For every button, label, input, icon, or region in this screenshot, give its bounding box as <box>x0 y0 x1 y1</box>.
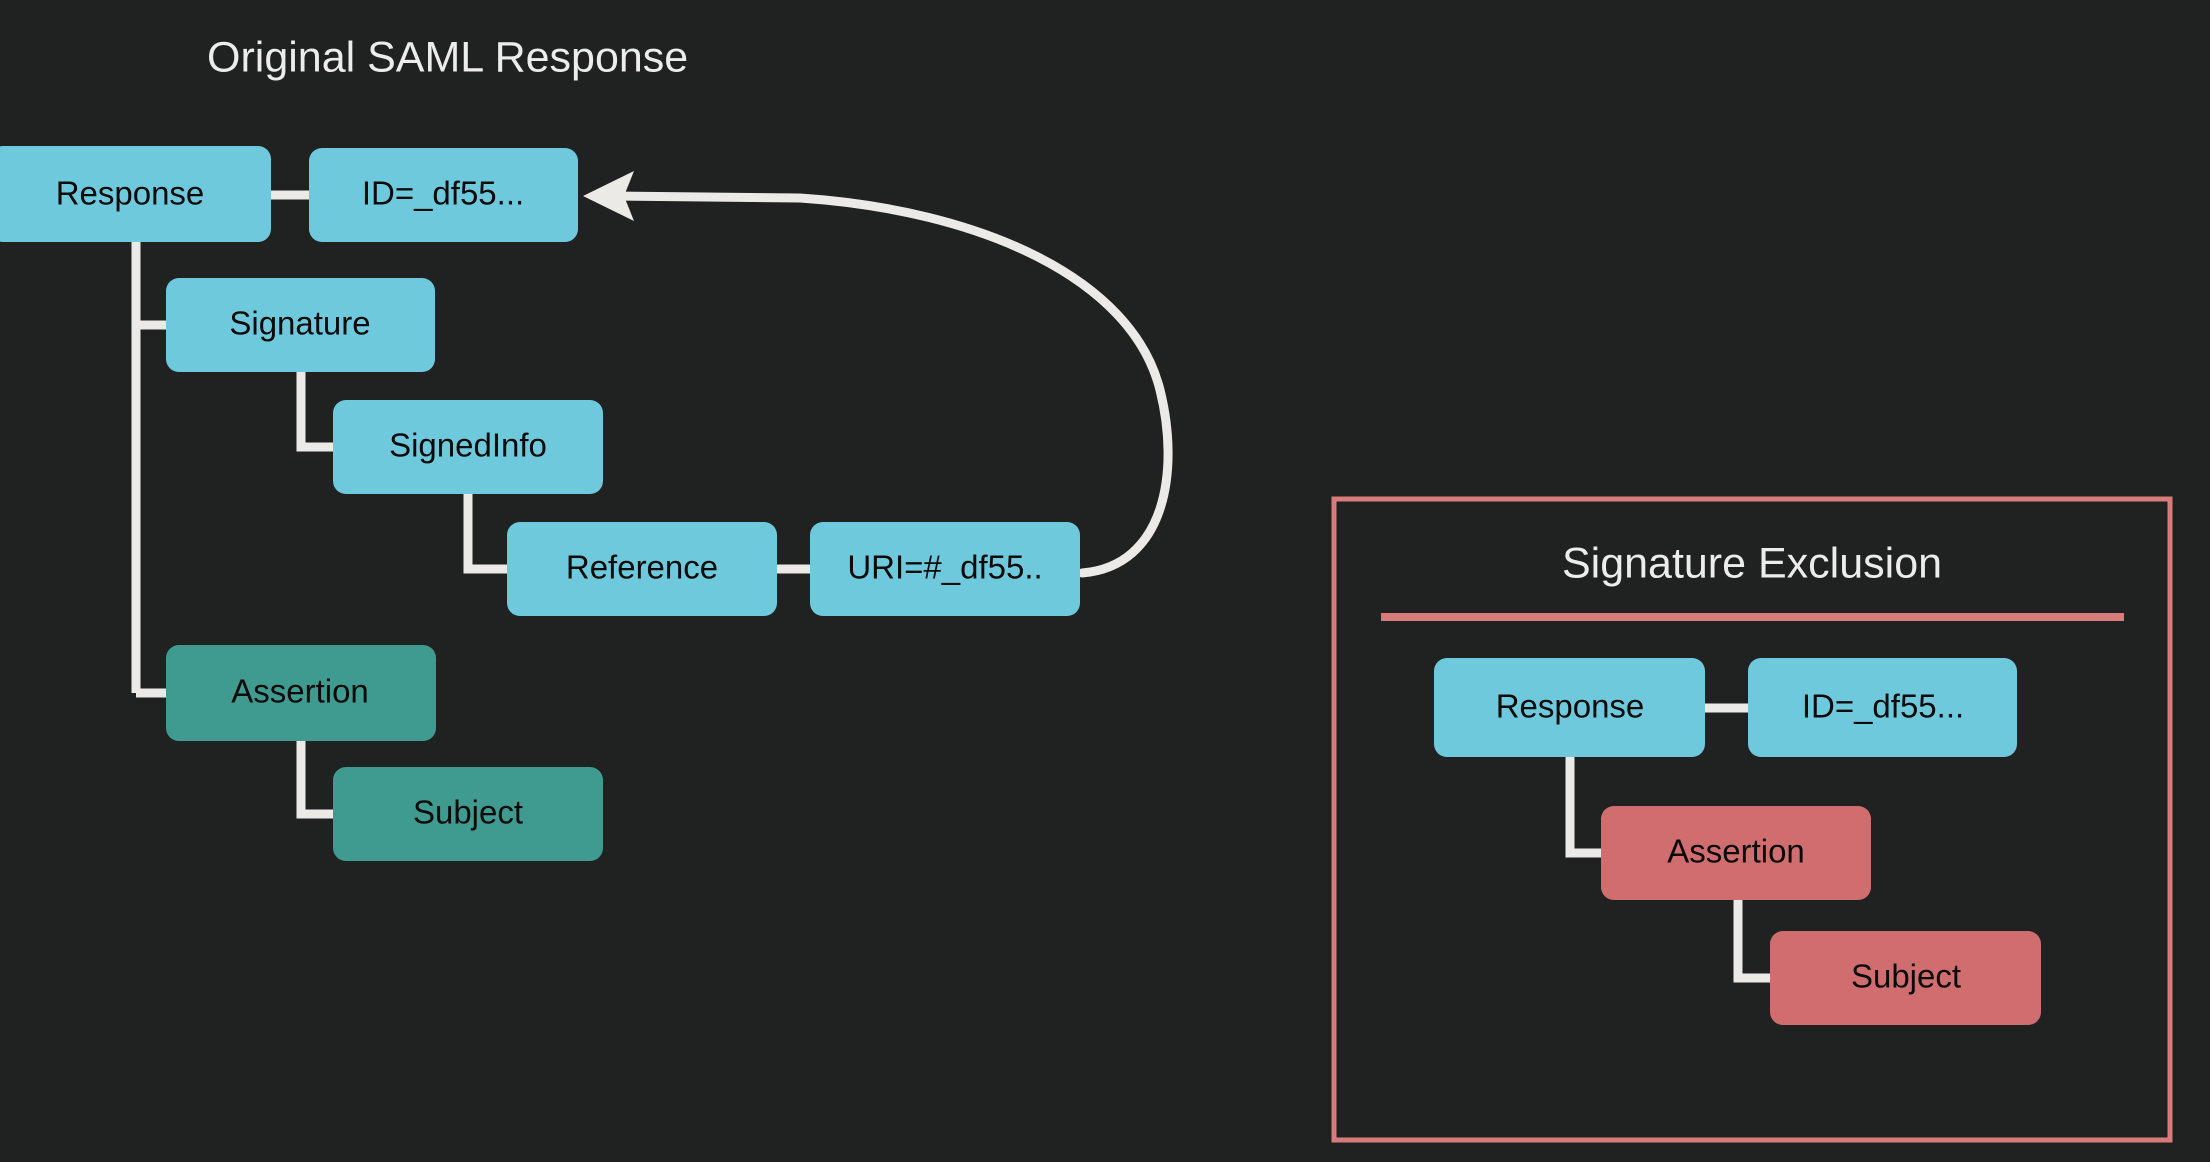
node-r-subject-label: Subject <box>1851 958 1961 995</box>
panel-title: Signature Exclusion <box>1562 539 1942 587</box>
node-id-attr[interactable]: ID=_df55... <box>309 148 578 242</box>
node-assertion-box[interactable] <box>166 645 436 741</box>
left-tree-nodes: Response ID=_df55... Signature SignedInf… <box>0 146 1080 861</box>
node-r-response-box[interactable] <box>1434 658 1705 757</box>
node-subject-box[interactable] <box>333 767 603 861</box>
node-signedinfo[interactable]: SignedInfo <box>333 400 603 494</box>
connector-signature-to-signedinfo <box>296 372 333 452</box>
node-r-assertion-box[interactable] <box>1601 806 1871 900</box>
node-assertion-label: Assertion <box>231 673 369 710</box>
node-uri-attr-box[interactable] <box>810 522 1080 616</box>
node-r-id-attr-label: ID=_df55... <box>1802 688 1964 725</box>
node-signature[interactable]: Signature <box>166 278 435 372</box>
node-r-response[interactable]: Response <box>1434 658 1705 757</box>
right-panel-connectors <box>1565 703 1770 983</box>
right-panel-nodes: Response ID=_df55... Assertion Subject <box>1434 658 2041 1025</box>
node-subject-label: Subject <box>413 794 523 831</box>
node-signedinfo-label: SignedInfo <box>389 427 547 464</box>
connector-assertion-to-subject <box>296 741 333 819</box>
node-response[interactable]: Response <box>0 146 271 242</box>
left-diagram-title: Original SAML Response <box>207 33 688 81</box>
node-uri-attr-label: URI=#_df55.. <box>847 549 1042 586</box>
signature-exclusion-panel: Signature Exclusion Response ID=_df55...… <box>1331 496 2173 1143</box>
node-id-attr-box[interactable] <box>309 148 578 242</box>
node-r-assertion[interactable]: Assertion <box>1601 806 1871 900</box>
node-r-response-label: Response <box>1496 688 1645 725</box>
node-signedinfo-box[interactable] <box>333 400 603 494</box>
reference-arrow-head <box>583 171 634 221</box>
node-reference-label: Reference <box>566 549 718 586</box>
node-reference[interactable]: Reference <box>507 522 777 616</box>
reference-arrow-curve <box>605 191 1173 578</box>
node-r-subject-box[interactable] <box>1770 931 2041 1025</box>
node-uri-attr[interactable]: URI=#_df55.. <box>810 522 1080 616</box>
connector-r-assertion-to-r-subject <box>1733 900 1770 983</box>
node-id-attr-label: ID=_df55... <box>362 175 524 212</box>
node-r-id-attr[interactable]: ID=_df55... <box>1748 658 2017 757</box>
node-reference-box[interactable] <box>507 522 777 616</box>
node-r-subject[interactable]: Subject <box>1770 931 2041 1025</box>
reference-arrow <box>583 171 1173 578</box>
left-tree-connectors <box>131 190 810 819</box>
node-subject[interactable]: Subject <box>333 767 603 861</box>
connector-signedinfo-to-reference <box>463 494 507 574</box>
panel-frame <box>1331 496 2173 1143</box>
node-signature-label: Signature <box>229 305 370 342</box>
node-r-assertion-label: Assertion <box>1667 833 1805 870</box>
node-response-box[interactable] <box>0 146 271 242</box>
node-signature-box[interactable] <box>166 278 435 372</box>
node-r-id-attr-box[interactable] <box>1748 658 2017 757</box>
node-assertion[interactable]: Assertion <box>166 645 436 741</box>
node-response-label: Response <box>56 175 205 212</box>
connector-r-response-to-r-assertion <box>1565 757 1601 858</box>
